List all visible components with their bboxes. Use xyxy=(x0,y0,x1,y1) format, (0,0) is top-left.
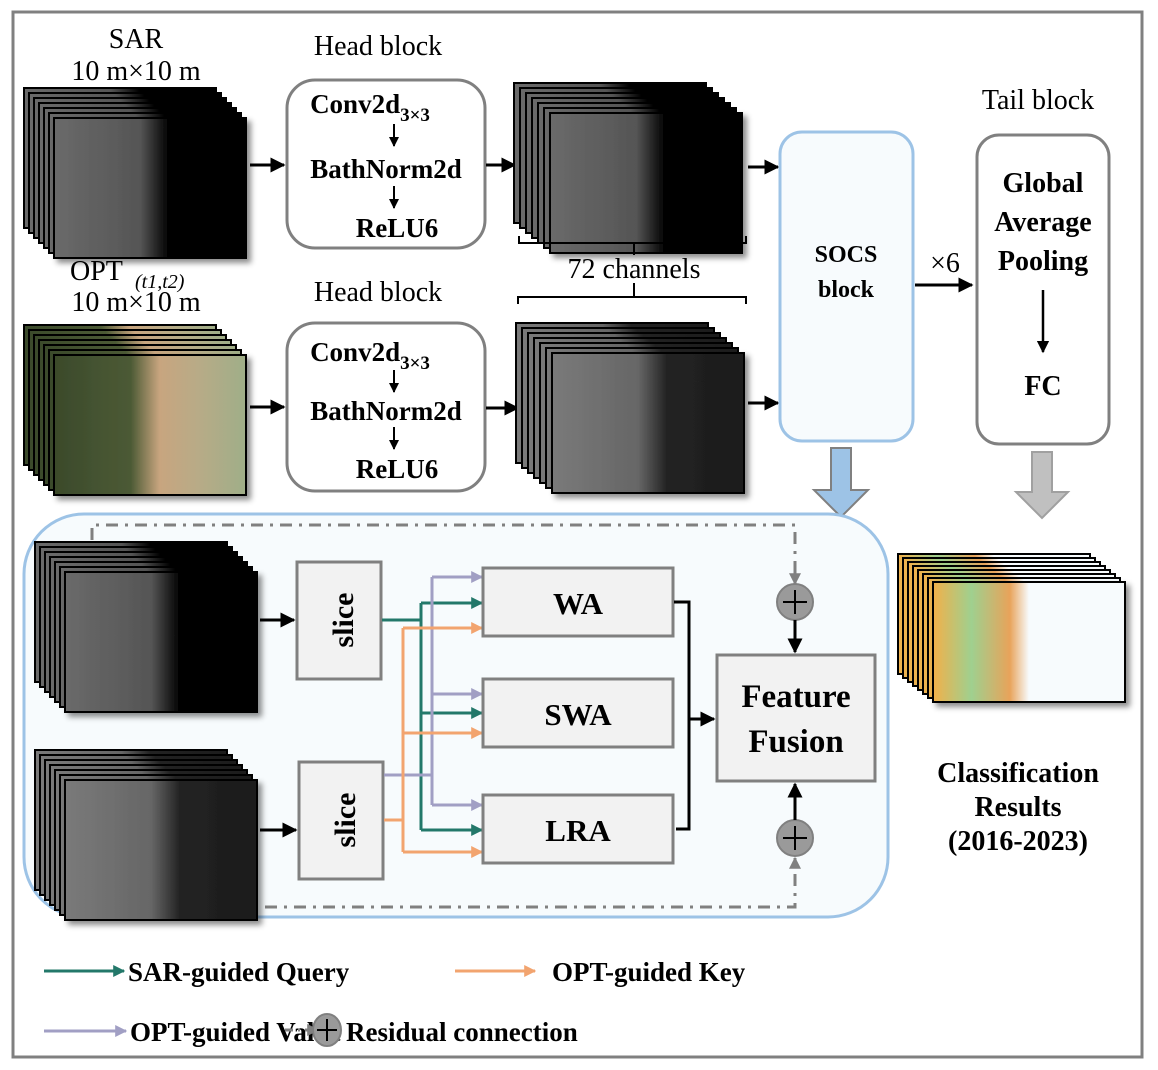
slice-box-sar: slice xyxy=(295,560,383,681)
fusion-line2: Fusion xyxy=(748,724,843,760)
attention-lra: LRA xyxy=(481,793,675,865)
head-block-title: Head block xyxy=(314,277,442,308)
head-block-opt: Head block Conv2d3×3 BathNorm2d ReLU6 xyxy=(285,277,487,493)
image-layer xyxy=(64,779,258,921)
socs-label-line1: SOCS xyxy=(815,242,878,268)
sar-input-label: SAR 10 m×10 m xyxy=(71,24,201,87)
opt-title: OPT xyxy=(70,256,123,287)
socs-block-box xyxy=(778,130,915,443)
lra-label: LRA xyxy=(545,813,611,848)
results-caption: Classification Results (2016-2023) xyxy=(937,758,1099,857)
opt-image-stack xyxy=(23,324,247,496)
slice-box-opt: slice xyxy=(297,760,385,881)
tail-line1: Global xyxy=(1003,168,1084,199)
image-layer xyxy=(932,581,1126,703)
detail-sar-stack xyxy=(34,541,258,713)
sar-image-stack xyxy=(23,87,247,259)
plus-circle-icon xyxy=(312,1013,342,1047)
merge-bracket xyxy=(674,600,691,831)
opt-input-label: OPT (t1,t2) 10 m×10 m xyxy=(70,256,201,318)
detail-opt-stack xyxy=(34,749,258,921)
tail-block-box xyxy=(975,133,1111,446)
results-line1: Classification xyxy=(937,758,1099,789)
batchnorm-step: BathNorm2d xyxy=(310,396,462,426)
sar-feature-stack xyxy=(513,82,743,254)
head-block-sar: Head block Conv2d3×3 BathNorm2d ReLU6 xyxy=(285,31,487,250)
slice-label: slice xyxy=(327,593,360,648)
sar-resolution: 10 m×10 m xyxy=(71,56,201,87)
socs-label-line2: block xyxy=(818,277,875,303)
image-layer xyxy=(53,354,247,496)
image-layer xyxy=(549,112,743,254)
feature-fusion-box: Feature Fusion xyxy=(715,653,877,783)
tail-block: Tail block Global Average Pooling FC xyxy=(975,85,1111,446)
legend-item-query: SAR-guided Query xyxy=(44,957,350,987)
results-line3: (2016-2023) xyxy=(948,826,1088,857)
legend: SAR-guided Query OPT-guided Key OPT-guid… xyxy=(44,957,746,1047)
tail-output-arrow-icon xyxy=(1013,451,1071,520)
relu-step: ReLU6 xyxy=(356,213,439,243)
slice-label: slice xyxy=(329,793,362,848)
qkv-routing xyxy=(382,571,484,858)
relu-step: ReLU6 xyxy=(356,454,439,484)
legend-label: OPT-guided Value xyxy=(130,1017,341,1047)
conv-step: Conv2d3×3 xyxy=(310,89,430,126)
channels-label: 72 channels xyxy=(568,254,701,285)
image-layer xyxy=(551,352,745,494)
tail-line3: Pooling xyxy=(998,246,1088,277)
attention-wa: WA xyxy=(481,566,675,638)
residual-add-bottom-icon xyxy=(776,819,814,857)
head-block-title: Head block xyxy=(314,31,442,62)
channels-brace xyxy=(517,236,747,304)
wa-label: WA xyxy=(553,586,604,621)
legend-label: OPT-guided Key xyxy=(552,957,746,987)
repeat-label: ×6 xyxy=(930,248,960,279)
opt-feature-stack xyxy=(515,322,745,494)
residual-path-top xyxy=(90,523,797,580)
head-block-box xyxy=(285,78,487,250)
legend-item-key: OPT-guided Key xyxy=(455,957,746,987)
image-layer xyxy=(64,571,258,713)
conv-step: Conv2d3×3 xyxy=(310,337,430,374)
results-line2: Results xyxy=(974,792,1061,823)
legend-label: Residual connection xyxy=(346,1017,578,1047)
legend-label: SAR-guided Query xyxy=(128,957,350,987)
fc-label: FC xyxy=(1024,371,1061,402)
tail-line2: Average xyxy=(994,207,1091,238)
socs-block: SOCS block xyxy=(778,130,915,443)
sar-title: SAR xyxy=(109,24,164,55)
fusion-line1: Feature xyxy=(741,679,850,715)
attention-swa: SWA xyxy=(481,677,675,749)
legend-item-value: OPT-guided Value xyxy=(44,1017,341,1047)
image-layer xyxy=(53,117,247,259)
head-block-box xyxy=(285,321,487,493)
expand-socs-arrow-icon xyxy=(811,447,871,519)
swa-label: SWA xyxy=(544,697,612,732)
legend-item-residual: Residual connection xyxy=(285,1013,578,1047)
residual-add-top-icon xyxy=(776,583,814,621)
tail-block-title: Tail block xyxy=(982,85,1094,116)
opt-resolution: 10 m×10 m xyxy=(71,287,201,318)
opt-subscript: (t1,t2) xyxy=(135,271,185,293)
batchnorm-step: BathNorm2d xyxy=(310,154,462,184)
classification-result-stack xyxy=(897,553,1126,703)
